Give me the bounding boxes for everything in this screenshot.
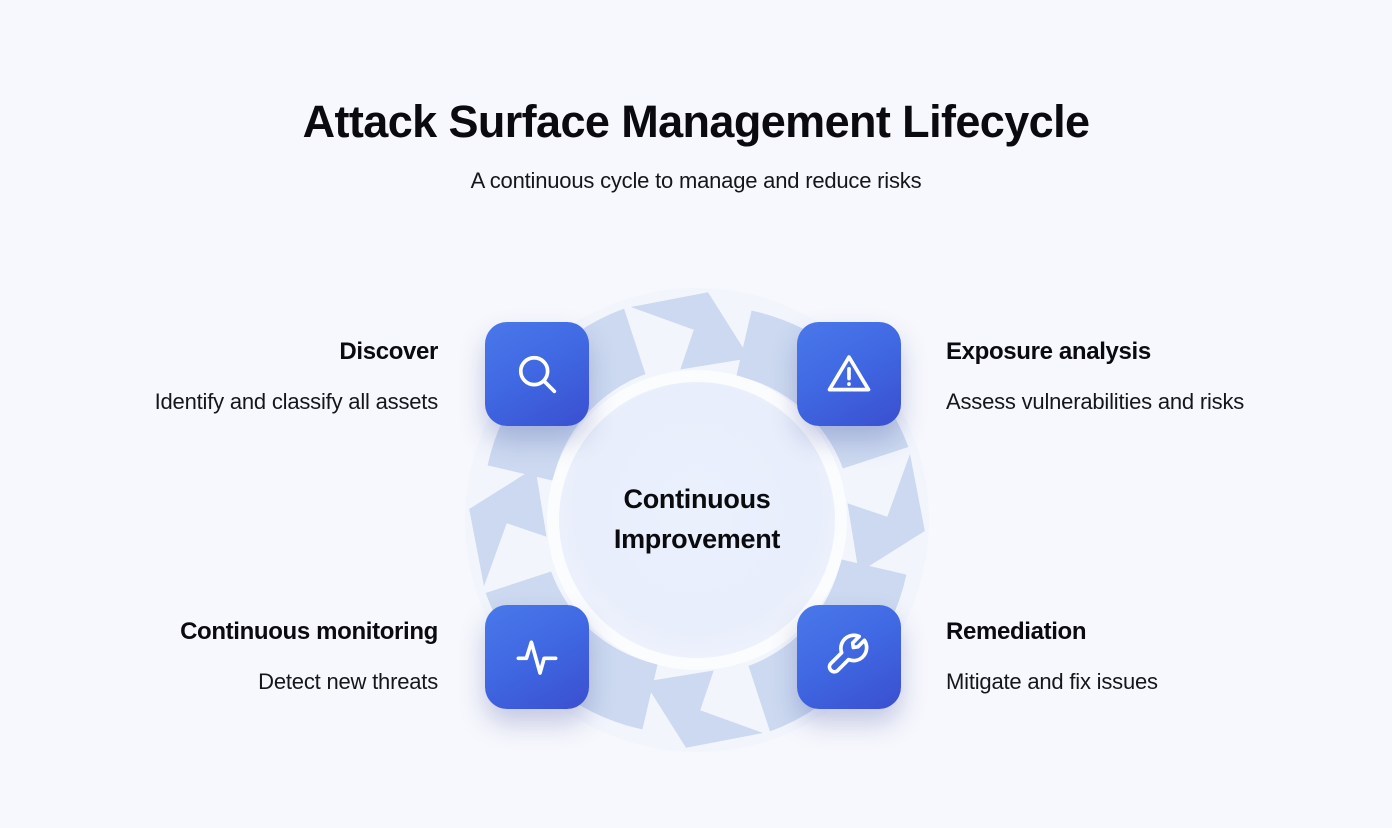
- step-icon-tile-remediation[interactable]: [797, 605, 901, 709]
- step-description-remediation: Mitigate and fix issues: [946, 668, 1158, 694]
- header: Attack Surface Management Lifecycle A co…: [0, 98, 1392, 194]
- step-text-discover: Discover Identify and classify all asset…: [38, 338, 439, 415]
- step-icon-tile-discover[interactable]: [485, 322, 589, 426]
- step-description-discover: Identify and classify all assets: [154, 388, 439, 414]
- step-title-continuous-monitoring: Continuous monitoring: [180, 618, 438, 645]
- center-disc: [559, 382, 835, 658]
- page-subtitle: A continuous cycle to manage and reduce …: [470, 168, 922, 194]
- warning-triangle-icon: [823, 348, 875, 400]
- step-description-exposure-analysis: Assess vulnerabilities and risks: [946, 388, 1245, 414]
- step-text-continuous-monitoring: Continuous monitoring Detect new threats: [38, 618, 438, 695]
- wrench-icon: [823, 631, 875, 683]
- step-title-remediation: Remediation: [946, 618, 1087, 645]
- activity-pulse-icon: [511, 631, 563, 683]
- step-description-continuous-monitoring: Detect new threats: [258, 668, 438, 694]
- step-icon-tile-exposure-analysis[interactable]: [797, 322, 901, 426]
- step-text-remediation: Remediation Mitigate and fix issues: [946, 618, 1346, 695]
- search-icon: [511, 348, 563, 400]
- step-title-discover: Discover: [339, 338, 438, 365]
- page-title: Attack Surface Management Lifecycle: [302, 96, 1090, 147]
- step-title-exposure-analysis: Exposure analysis: [946, 338, 1151, 365]
- step-icon-tile-continuous-monitoring[interactable]: [485, 605, 589, 709]
- step-text-exposure-analysis: Exposure analysis Assess vulnerabilities…: [946, 338, 1346, 415]
